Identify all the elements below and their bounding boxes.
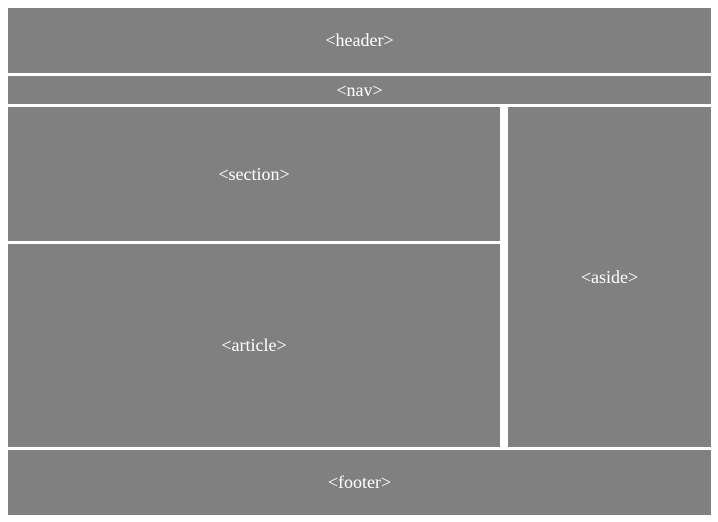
aside-label: <aside>	[580, 266, 639, 287]
header-label: <header>	[325, 30, 394, 50]
article-block: <article>	[8, 244, 500, 447]
nav-label: <nav>	[336, 79, 383, 100]
footer-block: <footer>	[8, 450, 711, 515]
nav-block: <nav>	[8, 76, 711, 104]
section-block: <section>	[8, 107, 500, 241]
header-block: <header>	[8, 8, 711, 73]
aside-block: <aside>	[508, 107, 711, 447]
footer-label: <footer>	[327, 472, 392, 492]
article-label: <article>	[221, 335, 287, 355]
section-label: <section>	[218, 163, 290, 184]
